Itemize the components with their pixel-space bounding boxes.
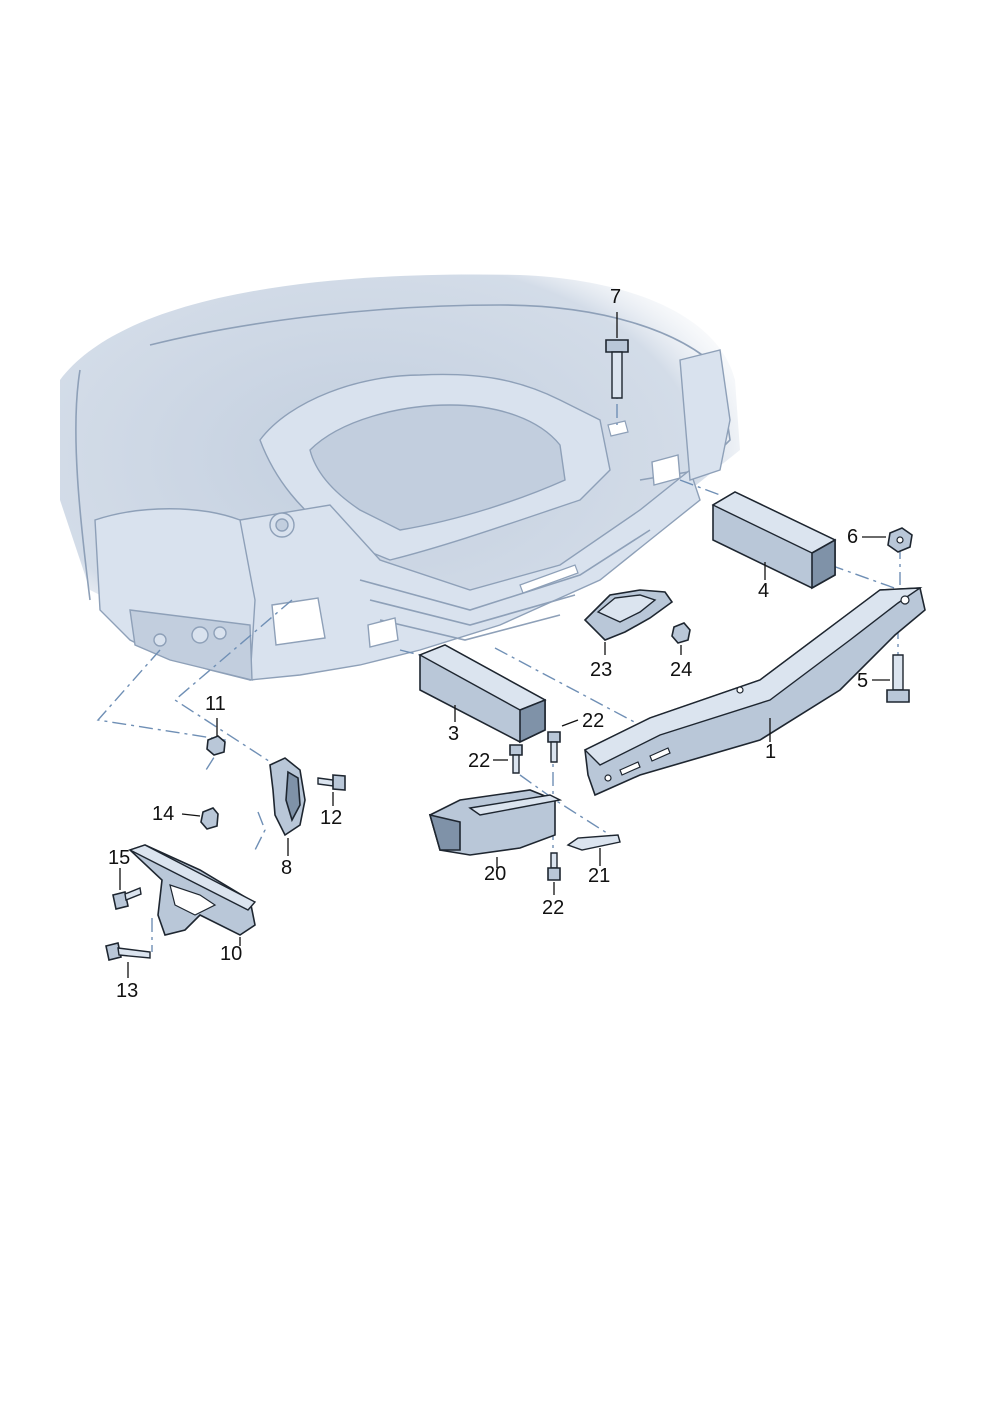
- phantom-line-a: [96, 649, 227, 771]
- bolt-part-5: [872, 654, 910, 703]
- screw-part-13: [105, 942, 151, 978]
- trunk-floor: [309, 404, 566, 531]
- bolt-part-7: [605, 312, 629, 399]
- callout-22-bottom: 22: [542, 897, 564, 919]
- beam-1-hole-b: [736, 686, 744, 694]
- bracket-10-window: [169, 884, 217, 916]
- housing-20-plate: [468, 794, 563, 816]
- screw-13-shank: [117, 947, 151, 959]
- vehicle-rear-body: [60, 274, 740, 681]
- bolt-22b-head: [509, 744, 523, 756]
- beam-1-hole-c: [900, 595, 910, 605]
- cutout-right: [651, 454, 681, 486]
- screw-part-12: [317, 774, 346, 806]
- bracket-part-23: [583, 589, 674, 655]
- rear-panel: [234, 468, 701, 681]
- beam-1-slot-b: [649, 747, 671, 762]
- nut-part-24: [671, 622, 691, 655]
- lamp-socket-inner: [275, 518, 289, 532]
- callout-8: 8: [281, 857, 292, 879]
- callout-5: 5: [857, 670, 868, 692]
- bracket-23-top: [596, 594, 657, 623]
- bracket-8-rib: [285, 770, 301, 823]
- slot-center: [519, 564, 579, 594]
- bracket-part-8: [269, 757, 306, 856]
- callout-7: 7: [610, 286, 621, 308]
- callout-13: 13: [116, 980, 138, 1002]
- callout-11: 11: [205, 693, 226, 715]
- phantom-line-j: [519, 774, 611, 836]
- screw-part-15: [112, 868, 142, 910]
- bolt-7-shank: [611, 351, 623, 399]
- nut-11-body: [206, 735, 226, 756]
- mount-hole-b: [191, 626, 209, 644]
- bolt-22a-head: [547, 731, 561, 743]
- nut-part-14: [181, 807, 219, 830]
- bracket-part-10: [128, 844, 257, 946]
- housing-part-20: [428, 789, 563, 868]
- bolt-22c-shank: [550, 852, 558, 869]
- nut-part-11: [206, 718, 226, 756]
- bolt-22b-shank: [512, 754, 520, 774]
- bolt-hole-top: [607, 420, 629, 437]
- callout-10: 10: [220, 943, 242, 965]
- bolt-22c-head: [547, 867, 561, 881]
- bolt-part-22-c: [547, 852, 561, 895]
- beam-1-top-face: [583, 587, 923, 766]
- bolt-5-shank: [892, 654, 904, 691]
- phantom-line-e: [829, 564, 901, 591]
- screw-12-head: [332, 774, 346, 791]
- beam-1-slot-a: [619, 761, 641, 776]
- nut-24-body: [671, 622, 691, 644]
- callout-15: 15: [108, 847, 130, 869]
- callout-23: 23: [590, 659, 612, 681]
- crash-box-4-end: [811, 538, 836, 590]
- phantom-line-i: [494, 647, 641, 726]
- callout-14: 14: [152, 803, 174, 825]
- housing-20-front: [428, 813, 461, 851]
- bracket-10-rail: [128, 844, 257, 911]
- bracket-10-body: [128, 844, 256, 936]
- nut-6-hole: [896, 536, 904, 544]
- cutout-mid: [367, 617, 399, 648]
- screw-15-head: [112, 891, 129, 910]
- callout-4: 4: [758, 580, 769, 602]
- callout-labels: 7 6 4 5 23 24 11 3 22 22 1 14 12 8 15 20…: [108, 286, 868, 1002]
- leader-22a: [561, 719, 579, 727]
- bumper-beam-part-1: [583, 587, 926, 797]
- bolt-part-22-a: [547, 719, 579, 763]
- cutout-left: [271, 597, 326, 646]
- right-quarter: [679, 349, 731, 481]
- callout-20: 20: [484, 863, 506, 885]
- bolt-5-head: [886, 689, 910, 703]
- beam-1-hole-a: [604, 774, 612, 782]
- crash-box-part-4: [711, 491, 837, 590]
- callout-6: 6: [847, 526, 858, 548]
- callout-12: 12: [320, 807, 342, 829]
- body-outline: [75, 304, 731, 601]
- callout-22-top-left: 22: [468, 750, 490, 772]
- screw-15-shank: [124, 887, 142, 901]
- bolt-22a-shank: [550, 741, 558, 763]
- callout-22-top-right: 22: [582, 710, 604, 732]
- clip-21-body: [566, 834, 621, 851]
- callout-1: 1: [765, 741, 776, 763]
- callout-24: 24: [670, 659, 692, 681]
- screw-12-shank: [317, 777, 334, 787]
- mount-hole-c: [213, 626, 227, 640]
- nut-part-6: [862, 527, 913, 553]
- phantom-line-l: [254, 811, 266, 851]
- leader-14: [181, 813, 201, 817]
- mount-hole-a: [153, 633, 167, 647]
- crash-box-part-3: [418, 644, 547, 744]
- callout-3: 3: [448, 723, 459, 745]
- crash-box-3-end: [519, 698, 546, 744]
- bolt-part-22-b: [493, 744, 523, 774]
- clip-part-21: [566, 834, 621, 866]
- callout-21: 21: [588, 865, 610, 887]
- bolt-7-head: [605, 339, 629, 353]
- nut-14-body: [200, 807, 219, 830]
- phantom-line-d: [679, 479, 721, 496]
